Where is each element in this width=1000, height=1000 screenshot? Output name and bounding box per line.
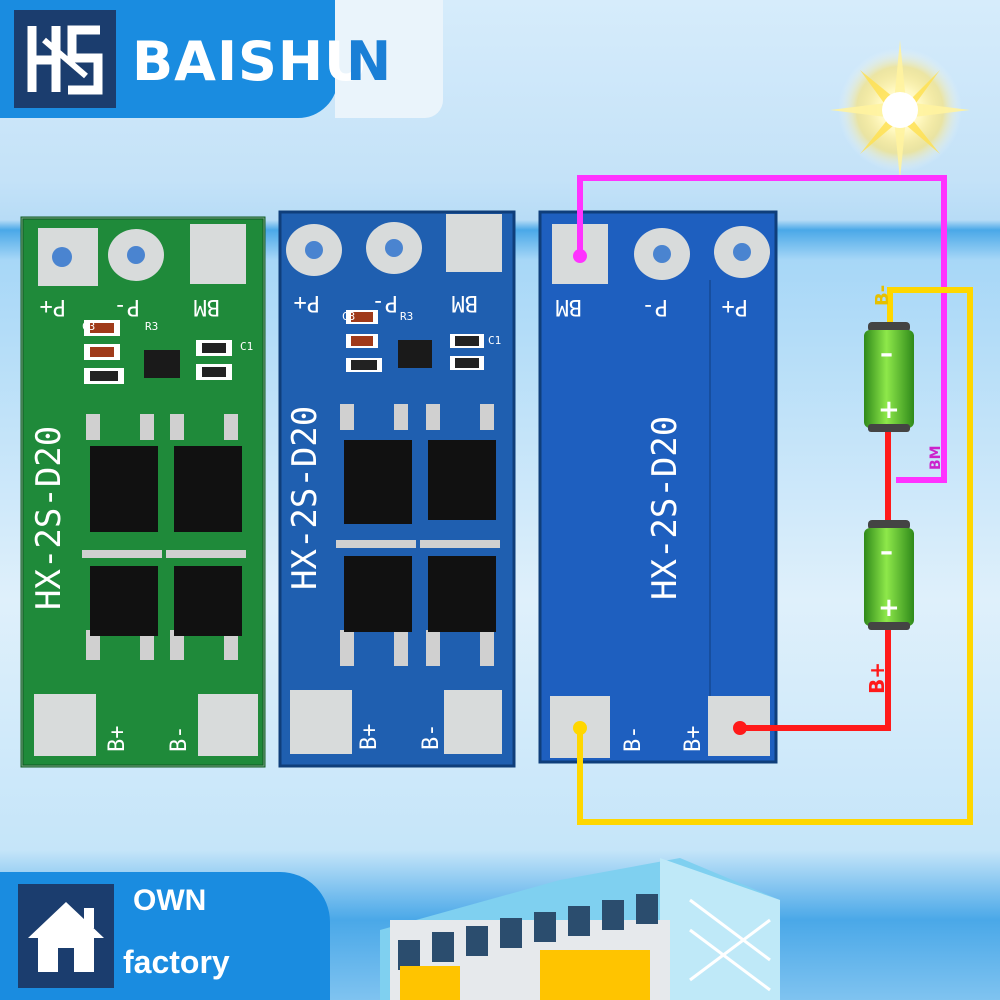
pad-label: B- bbox=[621, 726, 646, 753]
battery-cell-icon: – + bbox=[864, 322, 914, 432]
brand-logo-icon bbox=[14, 10, 116, 108]
pcb-board-green: P+ P- BM C3 R3 C1 HX- bbox=[20, 216, 266, 768]
pcb-board-blue: P+ P- BM C3 R3 C1 HX-2S-D20 bbox=[278, 210, 516, 768]
component-label: C1 bbox=[240, 340, 253, 353]
bm-wire bbox=[577, 175, 947, 483]
brand-banner-tab bbox=[335, 0, 443, 118]
pad-label: BM bbox=[452, 290, 479, 315]
component-label: R3 bbox=[145, 320, 158, 333]
brand-name: BAISHU bbox=[132, 30, 369, 93]
pad-label: B+ bbox=[105, 726, 130, 753]
component-label: R3 bbox=[400, 310, 413, 323]
svg-text:+: + bbox=[878, 395, 900, 425]
house-icon bbox=[18, 884, 114, 988]
pcb-board-back: BM P- P+ HX-2S-D20 B- B+ bbox=[538, 210, 778, 764]
pad-label: B- bbox=[167, 726, 192, 753]
brand-name-tail: N bbox=[346, 30, 392, 93]
pad-label: P+ bbox=[722, 294, 749, 319]
b-minus-label: B- bbox=[872, 285, 893, 306]
pad-label: BM bbox=[556, 294, 583, 319]
bm-label: BM bbox=[928, 445, 944, 470]
pad-label: P- bbox=[114, 294, 141, 319]
svg-text:–: – bbox=[880, 339, 893, 369]
pad-label: BM bbox=[194, 294, 221, 319]
factory-building-icon bbox=[380, 858, 780, 1000]
board-model: HX-2S-D20 bbox=[29, 426, 69, 610]
sun-icon bbox=[830, 40, 970, 180]
b-plus-label: B+ bbox=[865, 662, 889, 694]
badge-line1: OWN bbox=[133, 884, 207, 917]
pad-label: P+ bbox=[294, 290, 321, 315]
component-label: C1 bbox=[488, 334, 501, 347]
svg-text:–: – bbox=[880, 537, 893, 567]
board-model: HX-2S-D20 bbox=[285, 406, 325, 590]
badge-line2: factory bbox=[123, 944, 230, 980]
pad-label: P- bbox=[642, 294, 669, 319]
svg-text:+: + bbox=[878, 593, 900, 623]
negative-wire bbox=[577, 287, 973, 825]
pad-label: P+ bbox=[40, 294, 67, 319]
board-model: HX-2S-D20 bbox=[645, 416, 685, 600]
component-label: C3 bbox=[82, 320, 95, 333]
pad-label: B- bbox=[419, 724, 444, 751]
battery-cell-icon: – + bbox=[864, 520, 914, 630]
pad-label: B+ bbox=[681, 726, 706, 753]
wiring-diagram: – + – + B- BM B+ bbox=[573, 175, 973, 825]
pad-label: B+ bbox=[357, 724, 382, 751]
positive-wire bbox=[740, 630, 891, 731]
component-label: C3 bbox=[342, 310, 355, 323]
